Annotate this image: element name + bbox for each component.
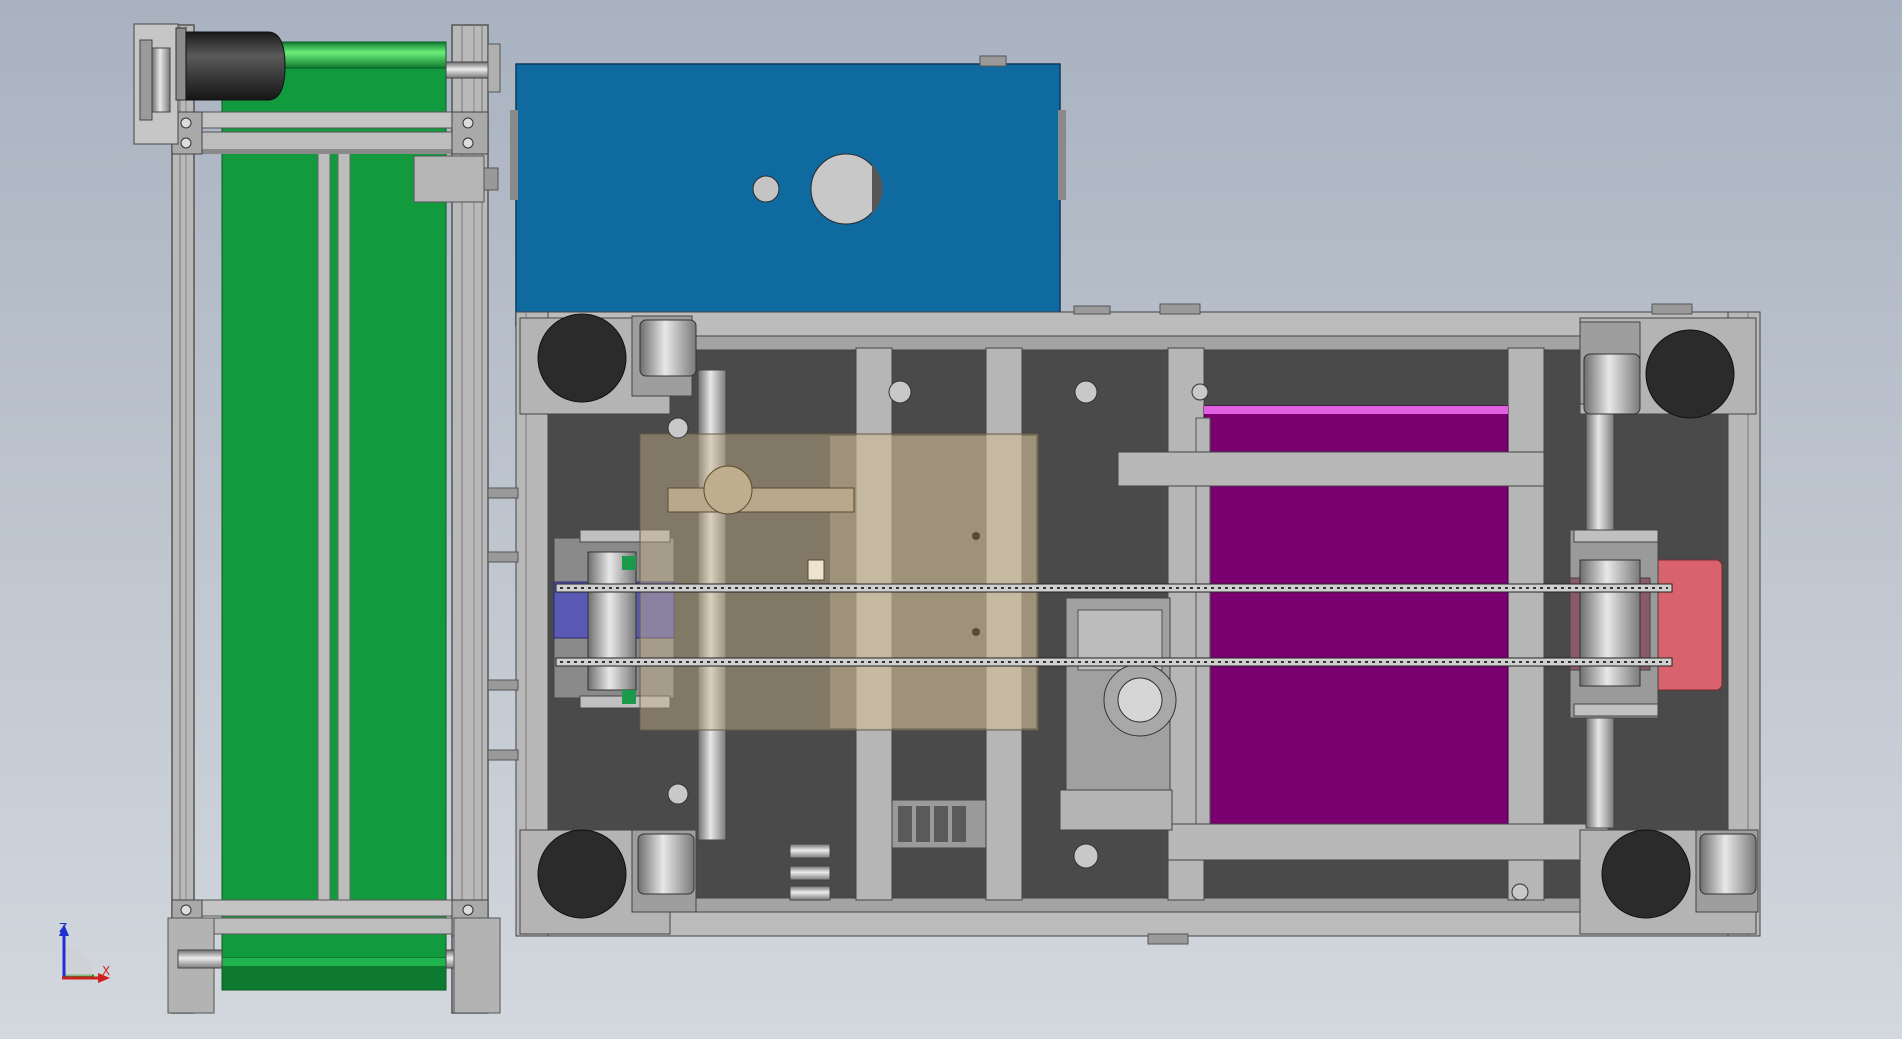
belt-crossbar-top	[1117, 451, 1545, 487]
sensor-bracket	[413, 155, 485, 203]
triad-z-label: Z	[59, 921, 67, 935]
drive-chains	[555, 583, 1673, 667]
left-conveyor-top-bracket	[177, 111, 489, 129]
belt-crossbar-bottom	[1167, 823, 1609, 861]
drive-motor[interactable]	[133, 23, 286, 145]
cable-port-small	[752, 175, 780, 203]
inner-beam	[985, 347, 1023, 901]
main-frame[interactable]	[487, 303, 1761, 945]
left-conveyor-bottom-bracket	[177, 899, 489, 917]
belt-support-rail	[317, 149, 331, 903]
electrical-cover-box[interactable]	[510, 55, 1066, 327]
left-conveyor-belt[interactable]	[221, 59, 447, 991]
gear-motor-housing	[1059, 597, 1177, 831]
mounting-holes	[667, 380, 1529, 901]
drive-shaft-left	[697, 369, 727, 841]
triad-x-label: X	[102, 964, 110, 978]
translucent-guard-plate	[639, 433, 1039, 731]
inner-beam	[1507, 347, 1545, 901]
axis-triad: Z X	[59, 921, 110, 983]
left-conveyor-rail-left	[171, 24, 195, 1014]
left-conveyor[interactable]	[133, 23, 501, 1014]
pillow-block-bearings	[631, 315, 1759, 913]
belt-support-rail	[337, 149, 351, 903]
triad-xy-plane	[64, 946, 93, 976]
inner-beam	[855, 347, 893, 901]
pneumatic-cylinders	[789, 799, 987, 901]
cable-port-large	[810, 153, 882, 225]
left-pulley-assembly	[553, 529, 675, 709]
